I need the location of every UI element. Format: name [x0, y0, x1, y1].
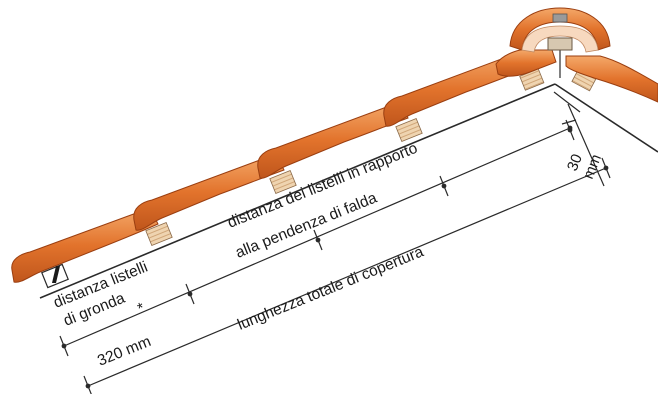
battens	[41, 67, 598, 289]
ridge-clip	[552, 13, 568, 23]
dim-ridge-offset	[553, 91, 605, 187]
ridge-batten	[547, 37, 573, 51]
roof-tile	[257, 101, 409, 179]
ridge-tile	[509, 7, 611, 51]
batten-fixing	[52, 266, 60, 283]
dim-batten-spacing	[59, 119, 575, 357]
roof-tiles-left	[11, 49, 557, 283]
label-ridge-unit: mm	[580, 152, 605, 182]
batten	[269, 169, 297, 195]
ridge-cap	[509, 7, 611, 53]
roof-tile	[133, 153, 285, 231]
label-eaves-value: 320 mm	[95, 333, 153, 370]
batten	[395, 117, 423, 143]
label-asterisk: *	[135, 300, 147, 318]
batten	[145, 221, 173, 247]
roof-tile	[565, 55, 658, 103]
roof-tile	[11, 207, 159, 283]
label-total-length: lunghezza totale di copertura	[235, 243, 426, 333]
roof-tile	[495, 49, 557, 77]
roof-tile	[383, 51, 531, 127]
dim-total-length	[83, 157, 611, 394]
rafter-line-left	[39, 83, 556, 299]
label-ridge-value: 30	[564, 152, 586, 174]
ridge-mortar	[521, 25, 599, 53]
roof-tiles-right	[565, 55, 658, 103]
rafter-line-right	[554, 83, 658, 153]
